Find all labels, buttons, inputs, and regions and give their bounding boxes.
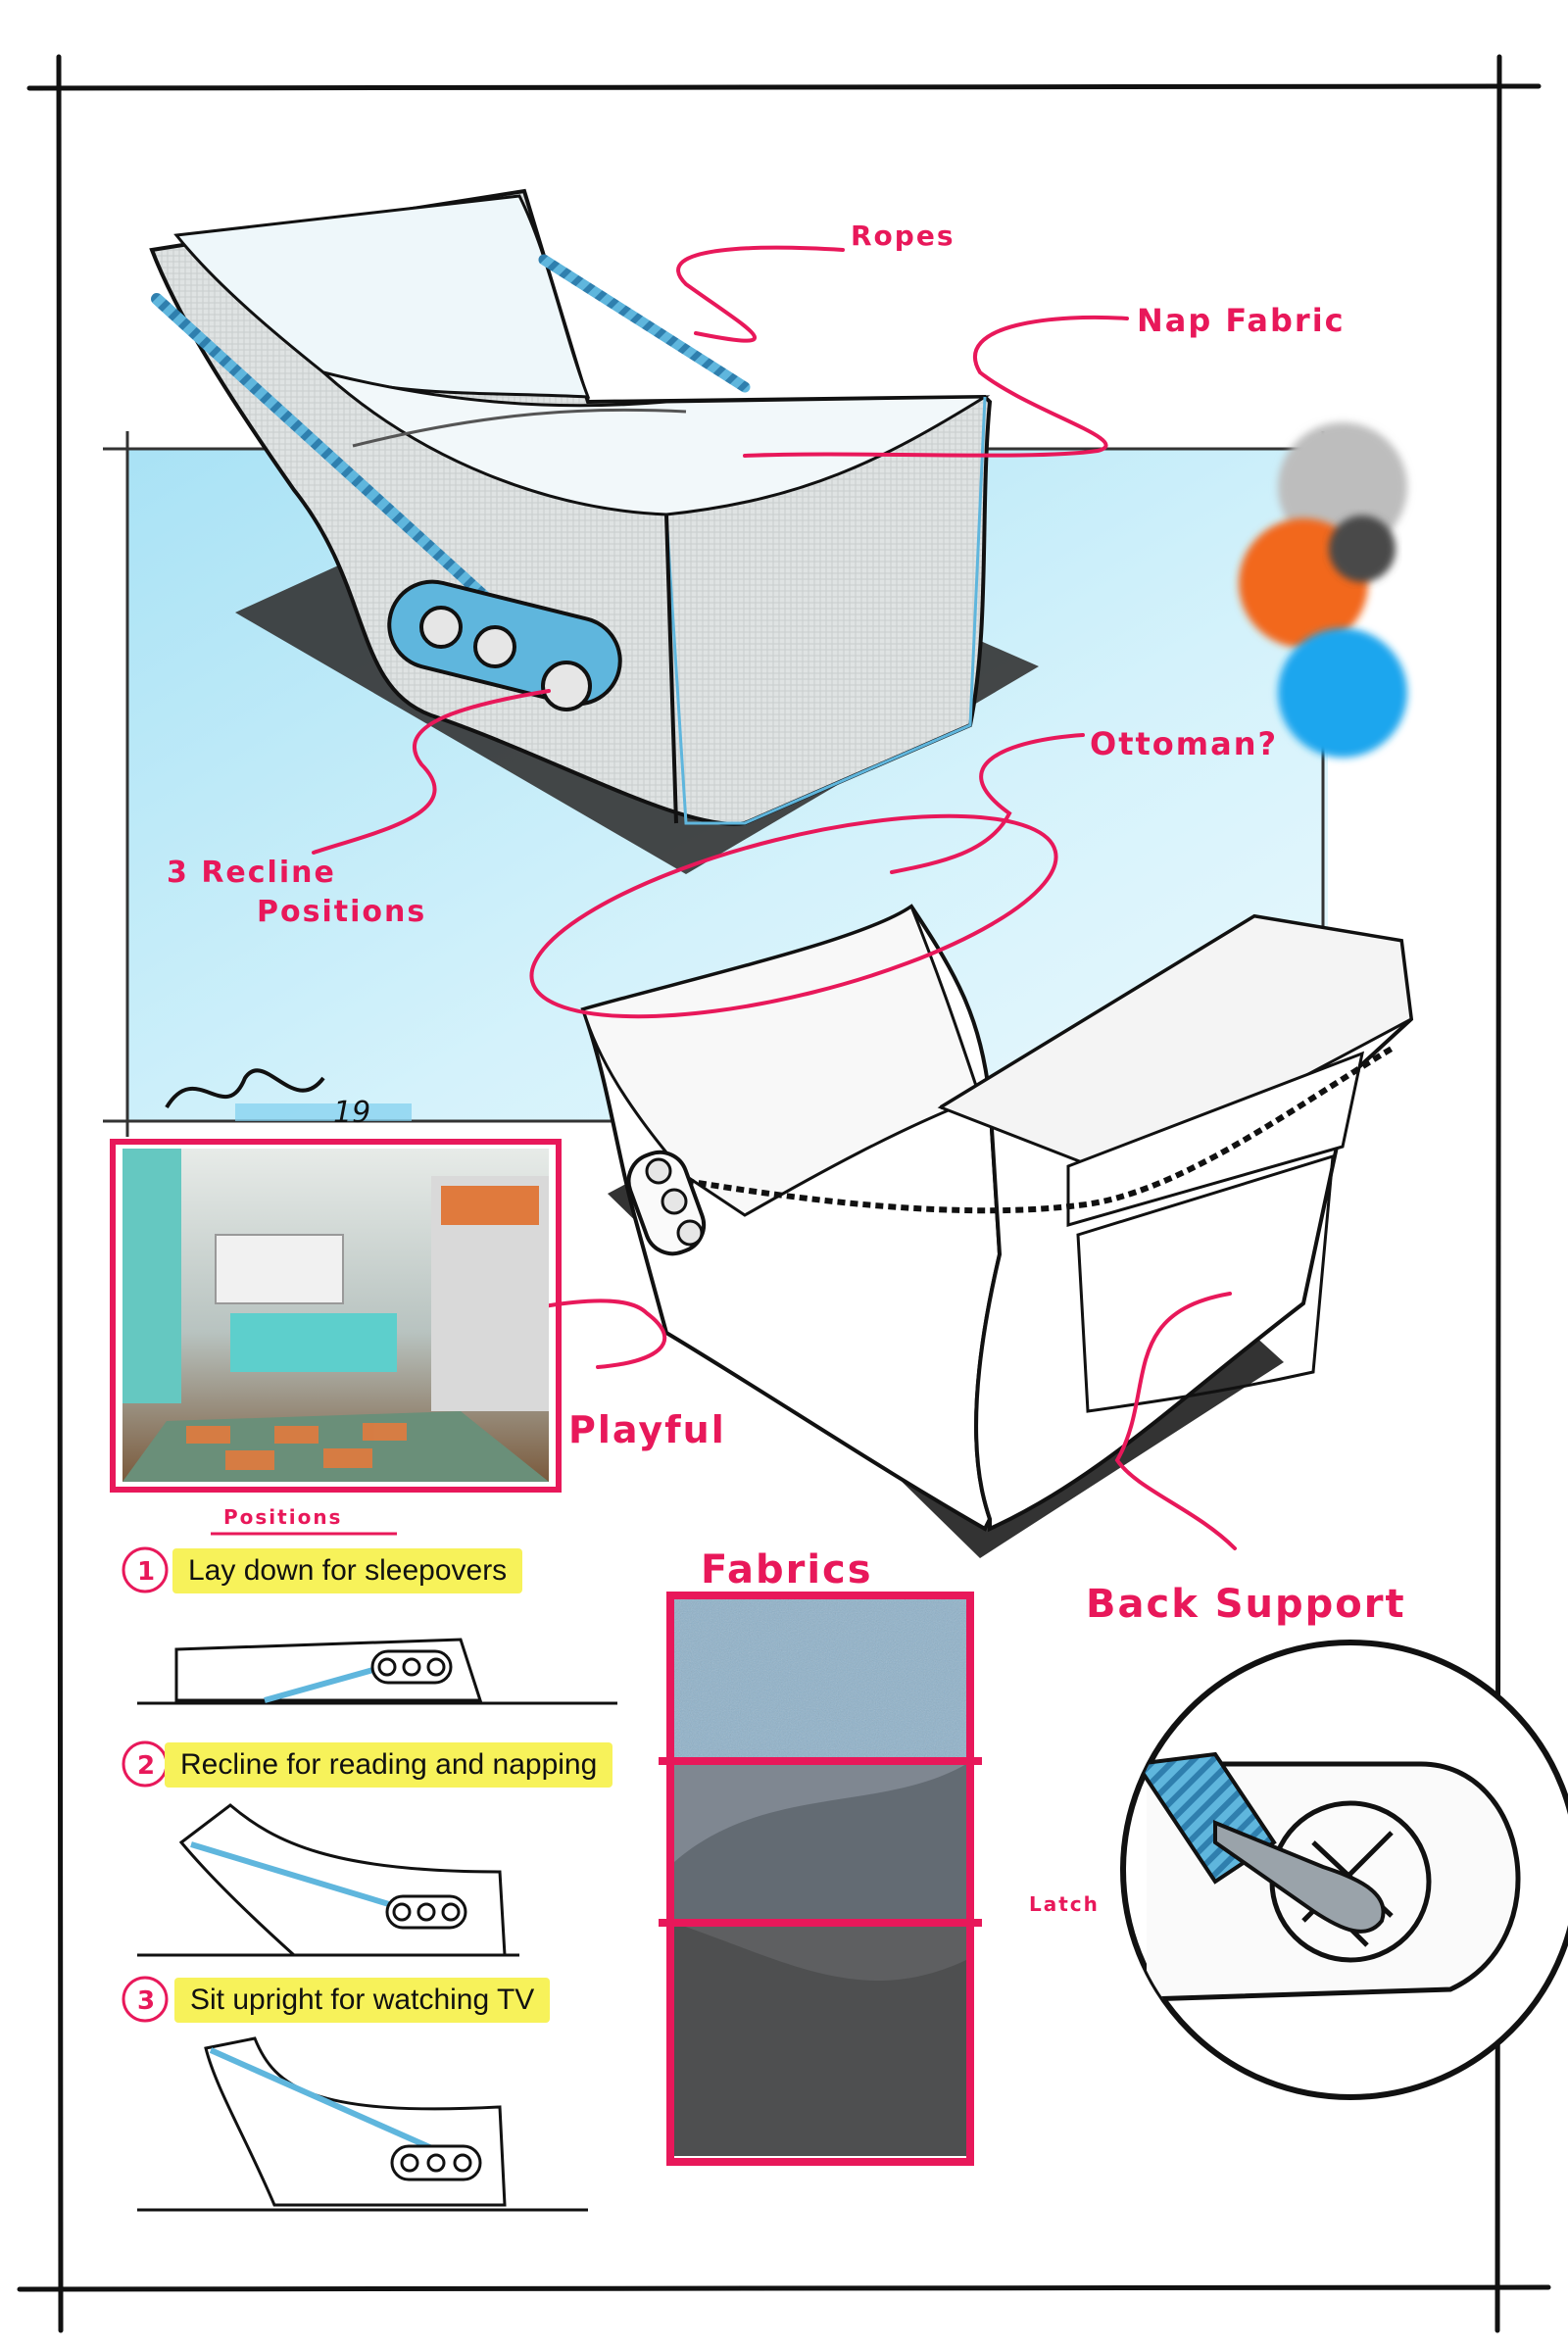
callout-recline-line1: 3 Recline <box>167 856 336 890</box>
position-label-1: Lay down for sleepovers <box>172 1548 523 1593</box>
position-number-3: 3 <box>122 1976 169 2023</box>
upright-chair-sketch <box>580 904 1414 1558</box>
positions-heading: Positions <box>223 1505 342 1529</box>
fabrics-heading: Fabrics <box>701 1547 873 1592</box>
callout-ropes: Ropes <box>851 220 956 252</box>
svg-text:2: 2 <box>137 1751 157 1781</box>
fabric-swatches <box>659 1592 982 2166</box>
callout-ottoman: Ottoman? <box>1090 725 1278 762</box>
callout-latch: Latch <box>1029 1892 1100 1916</box>
position-label-3: Sit upright for watching TV <box>174 1978 551 2023</box>
sheet-frame <box>17 54 1551 2333</box>
callout-recline-line2: Positions <box>257 895 426 929</box>
position-label-2: Recline for reading and napping <box>165 1742 613 1788</box>
callout-playful: Playful <box>568 1408 726 1451</box>
position-number-2: 2 <box>122 1740 169 1788</box>
artist-signature <box>165 1068 325 1109</box>
artist-signature-year: 19 <box>333 1096 370 1130</box>
svg-text:3: 3 <box>137 1986 157 2016</box>
svg-text:1: 1 <box>137 1557 157 1587</box>
latch-detail-loupe <box>1120 1640 1568 2100</box>
callout-back-support: Back Support <box>1086 1582 1406 1627</box>
color-swatches <box>1239 422 1407 758</box>
position-thumbnails <box>137 1638 617 2212</box>
playroom-photo <box>110 1139 562 1493</box>
callout-nap-fabric: Nap Fabric <box>1137 302 1346 339</box>
position-number-1: 1 <box>122 1546 169 1593</box>
reclined-chair-sketch <box>149 188 1039 874</box>
